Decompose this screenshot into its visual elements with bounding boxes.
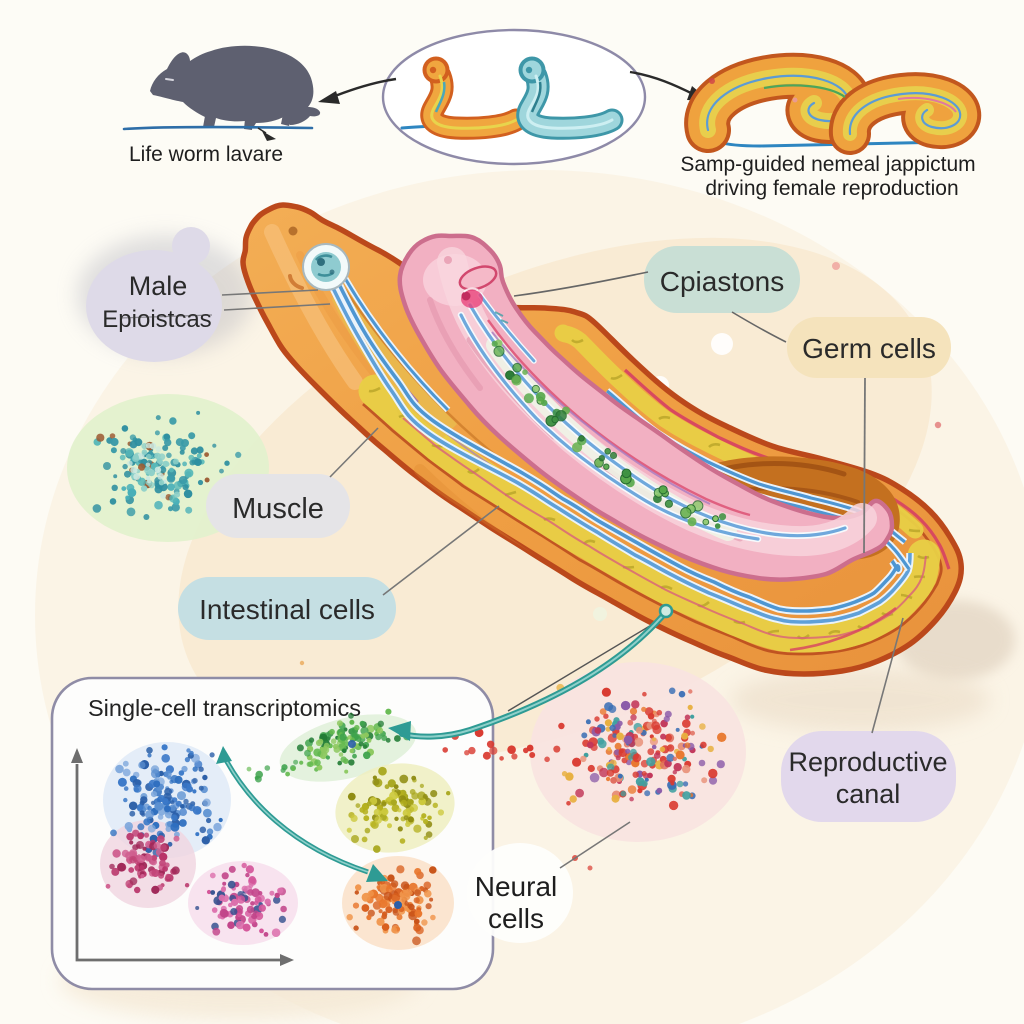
svg-text:driving female reproduction: driving female reproduction xyxy=(705,177,958,200)
svg-text:Life worm lavare: Life worm lavare xyxy=(129,143,283,166)
svg-text:Intestinal cells: Intestinal cells xyxy=(199,594,375,625)
svg-text:cells: cells xyxy=(488,903,544,934)
svg-text:Germ cells: Germ cells xyxy=(802,333,936,364)
svg-text:Epioistcas: Epioistcas xyxy=(102,306,211,333)
svg-text:Single-cell transcriptomics: Single-cell transcriptomics xyxy=(88,695,361,721)
svg-text:Cpiastons: Cpiastons xyxy=(660,266,785,297)
svg-text:canal: canal xyxy=(836,779,901,809)
svg-text:Muscle: Muscle xyxy=(232,493,324,525)
svg-text:Reproductive: Reproductive xyxy=(788,747,947,777)
svg-text:Samp-guided nemeal jappictum: Samp-guided nemeal jappictum xyxy=(680,153,975,176)
svg-text:Male: Male xyxy=(129,271,188,301)
svg-text:Neural: Neural xyxy=(475,871,557,902)
